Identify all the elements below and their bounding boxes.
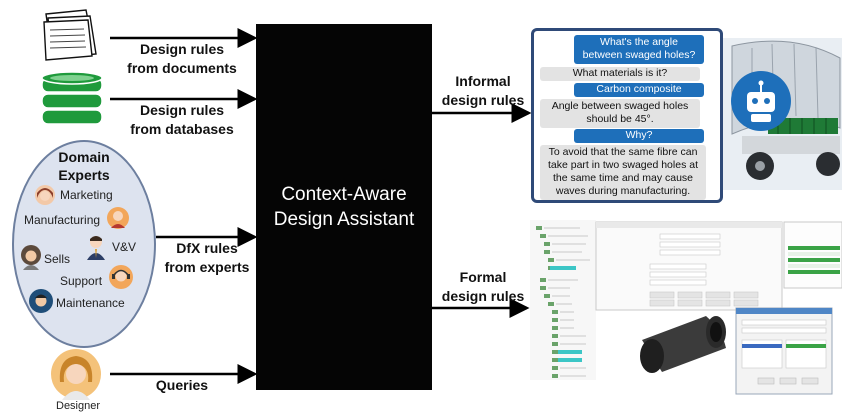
chat-question-2: Carbon composite xyxy=(574,83,704,97)
domain-experts-title: Domain Experts xyxy=(58,149,110,183)
vv-person-icon xyxy=(87,236,105,260)
database-icon xyxy=(41,71,103,125)
designer-label: Designer xyxy=(56,400,101,412)
expert-rules-label: DfX rules from experts xyxy=(164,240,250,275)
role-sells: Sells xyxy=(44,252,71,266)
design-assistant-label: Context-Aware Design Assistant xyxy=(273,184,415,230)
cad-software-screenshots xyxy=(530,220,842,408)
role-marketing: Marketing xyxy=(60,188,113,202)
support-person-icon xyxy=(109,265,133,289)
queries-label: Queries xyxy=(155,377,209,393)
formal-rules-label: Formal design rules xyxy=(441,269,525,304)
maintenance-person-icon xyxy=(29,289,53,313)
chat-question-1: What's the angle between swaged holes? xyxy=(574,35,704,64)
tree-panel xyxy=(530,220,596,380)
informal-rules-label: Informal design rules xyxy=(441,73,525,108)
role-maintenance: Maintenance xyxy=(56,296,125,310)
designer-icon xyxy=(51,349,101,400)
cylinder-part xyxy=(640,316,726,373)
documents-rules-label: Design rules from documents xyxy=(127,41,237,76)
manufacturing-person-icon xyxy=(107,207,129,229)
properties-dialog xyxy=(595,221,783,311)
verification-dialog xyxy=(735,307,833,395)
role-vv: V&V xyxy=(112,240,137,254)
documents-stack-icon xyxy=(43,9,97,61)
domain-experts-group xyxy=(12,140,156,348)
rules-panel xyxy=(783,221,842,289)
marketing-person-icon xyxy=(35,185,55,205)
role-manufacturing: Manufacturing xyxy=(24,213,101,227)
sells-person-icon xyxy=(21,245,41,270)
role-support: Support xyxy=(60,274,103,288)
databases-rules-label: Design rules from databases xyxy=(130,102,234,137)
chat-question-3: Why? xyxy=(574,129,704,143)
chat-panel: What's the angle between swaged holes? W… xyxy=(531,28,723,203)
chat-answer-1: What materials is it? xyxy=(540,67,700,81)
design-assistant-box: Context-Aware Design Assistant xyxy=(256,24,432,390)
chat-answer-3: To avoid that the same fibre can take pa… xyxy=(540,145,706,200)
robot-icon xyxy=(731,71,791,131)
chat-answer-2: Angle between swaged holes should be 45°… xyxy=(540,99,700,128)
